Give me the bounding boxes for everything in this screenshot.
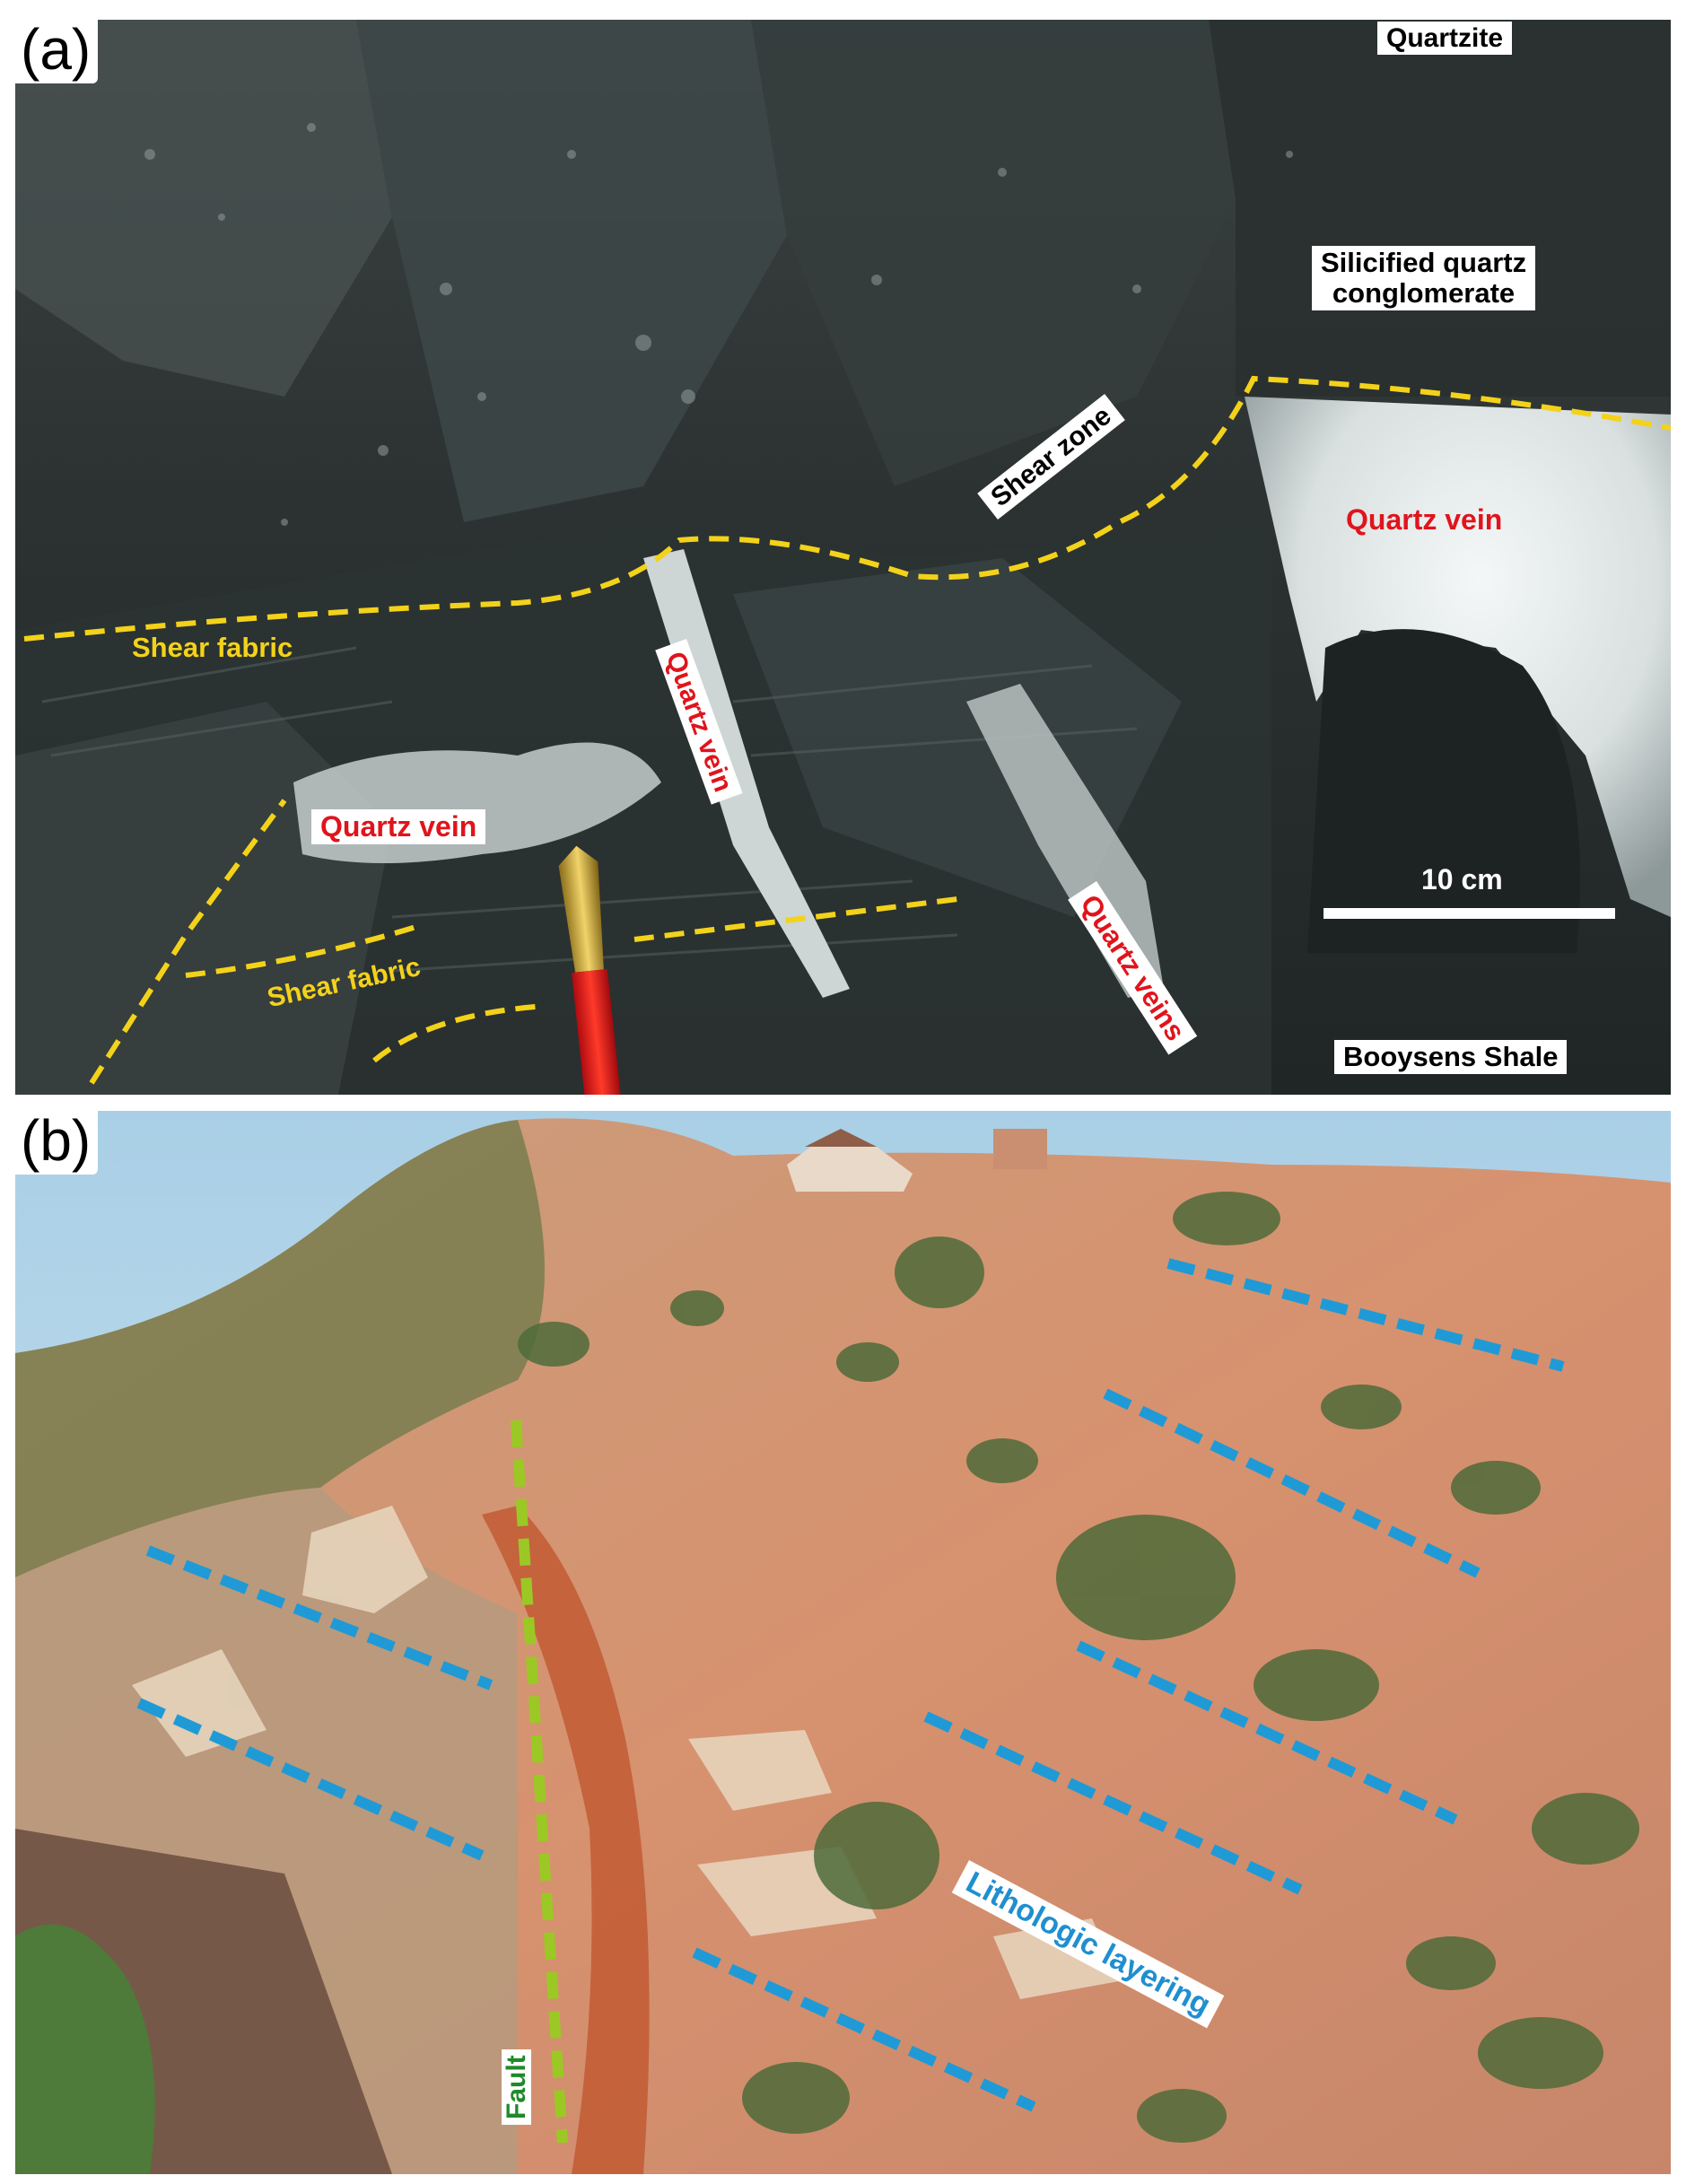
scale-bar [1323,908,1615,919]
panel-label-b: (b) [15,1111,99,1175]
quartz-vein-left-label: Quartz vein [311,809,486,845]
panel-a-rock-photo: (a) Quartzite Silicified quartz conglome… [15,20,1671,1095]
houses [787,1129,1047,1192]
panel-label-a: (a) [15,20,99,84]
silicified-line-1: Silicified quartz [1321,247,1527,278]
scale-label: 10 cm [1421,863,1503,895]
booysens-shale-label: Booysens Shale [1334,1040,1568,1075]
quartz-vein-right-label: Quartz vein [1346,503,1503,536]
panel-b-hillside-photo: (b) Lithologic layering Fault [15,1111,1671,2174]
silicified-conglomerate-label: Silicified quartz conglomerate [1312,246,1536,311]
silicified-line-2: conglomerate [1332,277,1516,310]
fault-label: Fault [502,2049,531,2125]
hillside-photo [15,1111,1671,2174]
quartzite-label: Quartzite [1377,22,1513,55]
rock-outcrop-photo [15,20,1671,1095]
shear-fabric-upper-label: Shear fabric [132,632,293,663]
